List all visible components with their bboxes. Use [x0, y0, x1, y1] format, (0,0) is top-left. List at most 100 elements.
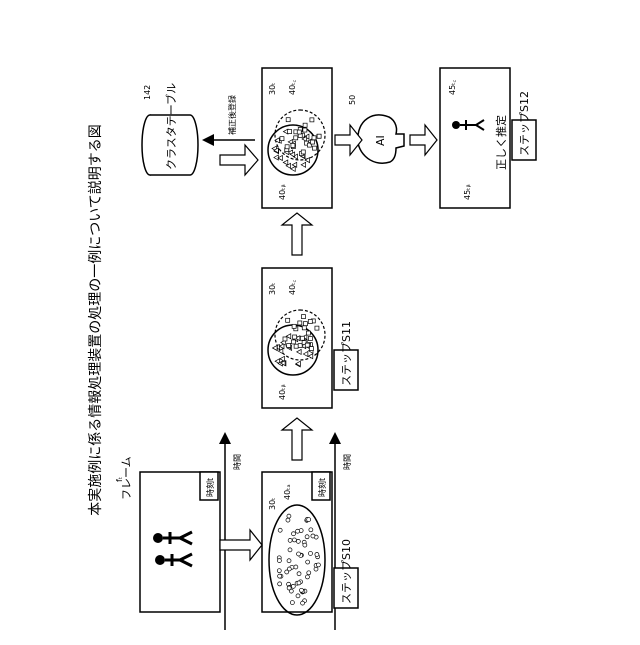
cluster-point-marker — [296, 594, 300, 598]
cluster-point-marker — [277, 569, 281, 573]
cluster-point-marker — [298, 344, 302, 348]
cluster-point-marker — [307, 518, 311, 522]
cluster-point-marker — [308, 551, 312, 555]
s10-ref-40ta: 40ₜₐ — [283, 484, 292, 500]
cluster-point-marker — [315, 552, 319, 556]
cluster-point-marker — [305, 535, 309, 539]
cluster-point-marker — [286, 318, 290, 322]
s10-ref-30t: 30ₜ — [268, 497, 277, 510]
frame-symbol: fₜ — [115, 477, 124, 482]
ai-label: AI — [374, 135, 387, 146]
cluster-point-marker — [287, 586, 291, 590]
cluster-point-marker — [277, 559, 281, 563]
s10-time-tag-text: 時刻t — [317, 478, 327, 497]
s12-step-label: ステップS12 — [518, 91, 531, 156]
cluster-point-marker — [299, 588, 303, 592]
cluster-point-marker — [312, 146, 316, 150]
cluster-point-marker — [317, 134, 321, 138]
cluster-point-marker — [288, 130, 292, 134]
cluster-point-marker — [297, 552, 301, 556]
cluster-point-marker — [292, 538, 296, 542]
cluster-point-marker — [309, 347, 313, 351]
cluster-point-marker — [278, 582, 282, 586]
s11b-ref-30t: 30ₜ — [268, 82, 277, 95]
cluster-point-marker — [278, 528, 282, 532]
cluster-point-marker — [296, 529, 300, 533]
cluster-point-marker — [291, 143, 295, 147]
cluster-point-marker — [285, 570, 289, 574]
cluster-point-marker — [297, 581, 301, 585]
cluster-point-marker — [302, 326, 306, 330]
s11b-ref-40tb: 40ₜᵦ — [278, 184, 287, 200]
arrow-s11-to-corrected — [282, 213, 312, 255]
cluster-point-marker — [294, 344, 298, 348]
cluster-point-marker — [314, 567, 318, 571]
cluster-point-marker — [288, 548, 292, 552]
cluster-point-marker — [293, 335, 297, 339]
cluster-point-marker — [303, 128, 307, 132]
arrow-to-ai — [335, 125, 362, 155]
cluster-point-marker — [292, 324, 296, 328]
cluster-point-marker — [285, 145, 289, 149]
time-tag-text: 時刻t — [205, 478, 215, 497]
ref-142: 142 — [143, 85, 152, 100]
cluster-point-marker — [306, 560, 310, 564]
cluster-point-marker — [311, 140, 315, 144]
cluster-point-marker — [309, 528, 313, 532]
cluster-point-marker — [287, 514, 291, 518]
cluster-point-marker — [311, 534, 315, 538]
time-axis-label-2: 時間 — [343, 454, 352, 470]
cluster-point-marker — [292, 532, 296, 536]
s11-ref-40tc: 40ₜ꜀ — [288, 279, 297, 295]
cluster-point-marker — [278, 574, 282, 578]
cluster-point-marker — [305, 343, 309, 347]
cluster-point-marker — [298, 321, 302, 325]
cluster-point-marker — [280, 137, 284, 141]
cluster-point-marker — [286, 118, 290, 122]
s10-step-label: ステップS10 — [340, 539, 353, 604]
cluster-point-marker — [288, 538, 292, 542]
s11-ref-40tb: 40ₜᵦ — [278, 384, 287, 400]
figure-title: 本実施例に係る情報処理装置の処理の一例について説明する図 — [88, 124, 104, 516]
cluster-point-marker — [283, 337, 287, 341]
cluster-point-marker — [303, 543, 307, 547]
ref-45tc: 45ₜ꜀ — [448, 79, 457, 95]
cluster-point-marker — [308, 336, 312, 340]
cluster-point-marker — [303, 123, 307, 127]
cluster-point-marker — [291, 340, 295, 344]
cluster-point-marker — [306, 331, 310, 335]
cluster-point-marker — [310, 118, 314, 122]
cluster-point-marker — [307, 571, 311, 575]
correct-estimation-label: 正しく推定 — [494, 115, 508, 170]
arrow-table-to-frame — [220, 145, 258, 175]
cluster-point-marker — [297, 572, 301, 576]
ref-50: 50 — [348, 95, 357, 105]
cluster-point-marker — [315, 326, 319, 330]
cluster-point-marker — [308, 319, 312, 323]
arrow-frame-to-s10 — [220, 530, 262, 560]
cluster-point-marker — [290, 601, 294, 605]
cluster-point-marker — [301, 601, 305, 605]
cluster-point-marker — [301, 315, 305, 319]
cluster-point-marker — [316, 563, 320, 567]
ref-45tb: 45ₜᵦ — [463, 184, 472, 200]
cluster-point-marker — [301, 150, 305, 154]
arrow-s10-to-s11 — [282, 418, 312, 460]
cluster-point-marker — [291, 584, 295, 588]
cluster-point-marker — [294, 136, 298, 140]
s11b-ref-40tc: 40ₜ꜀ — [288, 79, 297, 95]
cluster-point-marker — [287, 559, 291, 563]
cluster-point-marker — [296, 539, 300, 543]
s11-step-label: ステップS11 — [340, 321, 353, 386]
register-label: 補正後登録 — [227, 95, 237, 135]
time-axis-label-1: 時間 — [233, 454, 242, 470]
cluster-point-marker — [287, 344, 291, 348]
cluster-point-marker — [303, 322, 307, 326]
cluster-table-label: クラスタテーブル — [164, 83, 178, 170]
s11-ref-30t: 30ₜ — [268, 282, 277, 295]
cluster-point-marker — [305, 575, 309, 579]
arrow-ai-to-s12 — [410, 125, 437, 155]
cluster-point-marker — [294, 565, 298, 569]
cluster-point-marker — [312, 136, 316, 140]
